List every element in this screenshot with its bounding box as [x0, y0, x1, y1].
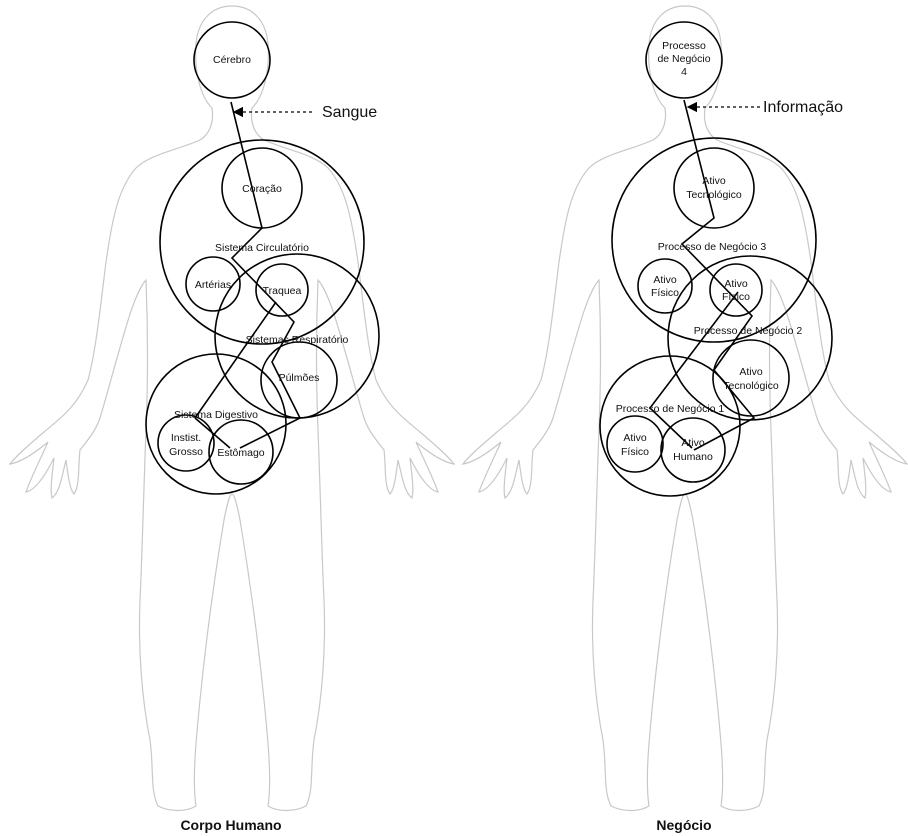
right-label-ativo-humano-2: Humano [673, 451, 713, 463]
right-label-processo-3: Processo de Negócio 3 [658, 241, 767, 253]
left-caption: Corpo Humano [180, 817, 281, 833]
left-label-sistemas-respiratorio: Sistemas Respiratório [246, 334, 349, 346]
left-label-pulmoes: Púlmões [279, 372, 320, 384]
right-flow-label: Informação [763, 99, 843, 116]
right-label-ativo-humano-1: Ativo [681, 437, 705, 449]
right-label-ativo-fisico-c-2: Físico [621, 446, 649, 458]
right-label-processo-2: Processo de Negócio 2 [694, 325, 803, 337]
left-label-arterias: Artérias [195, 279, 231, 291]
left-label-estomago: Estômago [217, 447, 264, 459]
left-label-grosso: Grosso [169, 446, 203, 458]
right-circle-ativo-fisico-a [638, 259, 692, 313]
right-circle-ativo-fisico-b [710, 264, 762, 316]
left-label-traquea: Traquea [263, 285, 302, 297]
left-label-cerebro: Cérebro [213, 54, 251, 66]
right-label-ativo-fisico-a-2: Físico [651, 287, 679, 299]
right-circle-processo-3 [612, 138, 816, 342]
left-flow-branch-b [195, 302, 276, 418]
right-circle-ativo-humano [661, 418, 725, 482]
right-label-processo-1: Processo de Negócio 1 [616, 403, 725, 415]
right-label-ativo-fisico-b-2: Físico [722, 291, 750, 303]
right-label-ativo-tec-low-2: Tecnológico [723, 380, 779, 392]
right-label-ativo-tec-low-1: Ativo [739, 366, 763, 378]
right-label-ativo-fisico-a-1: Ativo [653, 274, 677, 286]
right-circle-ativo-fisico-c [607, 416, 663, 472]
left-flow-label: Sangue [322, 104, 377, 121]
left-label-sistema-circulatorio: Sistema Circulatório [215, 242, 309, 254]
right-label-processo-4-line3: 4 [681, 66, 687, 78]
right-caption: Negócio [656, 817, 711, 833]
left-label-instist: Instist. [171, 432, 201, 444]
right-label-ativo-tec-top-1: Ativo [702, 175, 726, 187]
right-label-processo-4-line1: Processo [662, 40, 706, 52]
right-circle-ativo-tecnologico-low [713, 340, 789, 416]
right-label-processo-4-line2: de Negócio [657, 53, 710, 65]
right-label-ativo-fisico-c-1: Ativo [623, 432, 647, 444]
left-label-sistema-digestivo: Sistema Digestivo [174, 409, 258, 421]
right-label-ativo-tec-top-2: Tecnológico [686, 189, 742, 201]
left-label-coracao: Coração [242, 183, 282, 195]
right-label-ativo-fisico-b-1: Ativo [724, 278, 748, 290]
